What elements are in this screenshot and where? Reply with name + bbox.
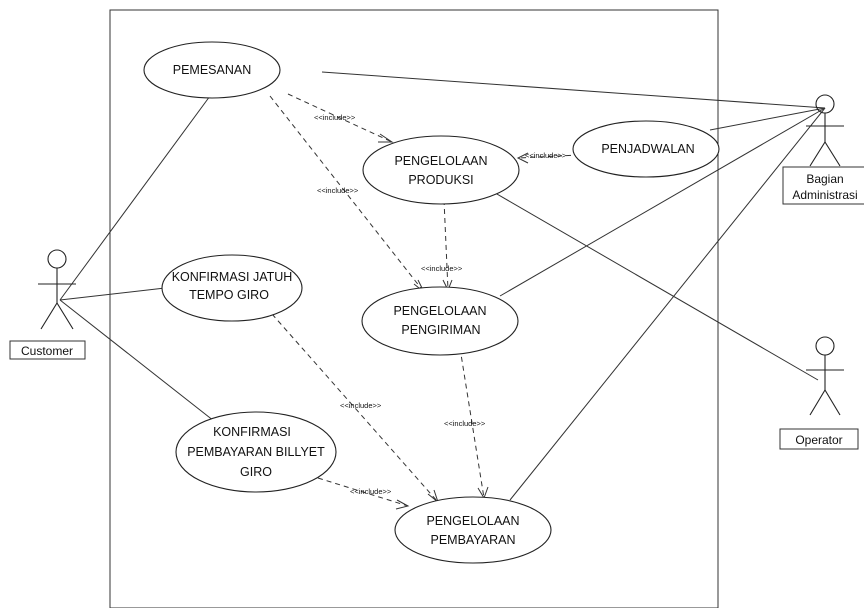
actor-head [815,94,835,114]
use-case-label: KONFIRMASI [213,425,291,439]
actor-head [815,336,835,356]
arrowhead [516,152,529,164]
use-case-label: TEMPO GIRO [189,288,269,302]
include-jatuh-tempo-pembayaran [271,313,439,503]
actor-name-box [9,340,86,360]
include-pemesanan-produksi [287,93,393,143]
association-customer-konfirmasi-billyet [59,299,215,422]
use-case-label: KONFIRMASI JATUH [172,270,293,284]
use-case-label: PEMBAYARAN [431,533,516,547]
actor-name-box [782,166,864,205]
use-case-label: PRODUKSI [408,173,473,187]
include-penjadwalan-produksi [517,154,581,159]
include-label: <<include>> [444,419,486,428]
association-customer-konfirmasi-jatuh-tempo [59,287,166,301]
use-case-penjadwalan: PENJADWALAN [572,120,720,178]
include-label: <<include>> [340,401,382,410]
association-operator-produksi [489,189,819,381]
actor-label: Operator [795,433,842,447]
actor-head [47,249,67,269]
use-case-label: PENGELOLAAN [393,304,486,318]
association-admin-penjadwalan [709,107,826,131]
association-admin-pemesanan [321,71,826,109]
actor-label: Administrasi [792,188,857,202]
actor-customer: Customer [9,249,86,360]
use-case-label: PENGELOLAAN [426,514,519,528]
include-billyet-pembayaran [317,477,409,507]
associations [59,71,826,501]
actor-name-box [779,428,859,450]
use-case-konfirmasi-pembayaran-billyet-giro: KONFIRMASI PEMBAYARAN BILLYET GIRO [175,411,337,493]
include-pengiriman-pembayaran [459,347,485,499]
include-label: <<include>> [525,151,567,160]
association-admin-pengiriman [499,107,826,297]
actor-bagian-administrasi: Bagian Administrasi [782,94,864,205]
use-case-pengelolaan-pengiriman: PENGELOLAAN PENGIRIMAN [361,286,519,356]
include-label: <<include>> [314,113,356,122]
use-case-label: PENGELOLAAN [394,154,487,168]
use-case-label: PENGIRIMAN [401,323,480,337]
use-case-label: GIRO [240,465,272,479]
association-admin-pembayaran [509,107,826,501]
actor-label: Customer [21,344,73,358]
include-label: <<include>> [317,186,359,195]
include-pemesanan-pengiriman [269,95,425,293]
include-label: <<include>> [421,264,463,273]
include-labels: <<include>> <<include>> <<include>> <<in… [314,113,567,496]
arrowhead [378,133,394,143]
arrowhead [395,499,410,510]
use-case-pemesanan: PEMESANAN [143,41,281,99]
use-case-label: PEMBAYARAN BILLYET [187,445,325,459]
actor-operator: Operator [779,336,859,450]
actor-label: Bagian [806,172,843,186]
use-case-pengelolaan-pembayaran: PENGELOLAAN PEMBAYARAN [394,496,552,564]
use-case-pengelolaan-produksi: PENGELOLAAN PRODUKSI [362,135,520,205]
include-produksi-pengiriman [443,199,449,291]
association-customer-pemesanan [59,95,211,301]
use-case-label: PENJADWALAN [601,142,694,156]
include-label: <<include>> [350,487,392,496]
use-case-konfirmasi-jatuh-tempo-giro: KONFIRMASI JATUH TEMPO GIRO [161,254,303,322]
include-dependencies [269,93,581,510]
use-case-label: PEMESANAN [173,63,252,77]
